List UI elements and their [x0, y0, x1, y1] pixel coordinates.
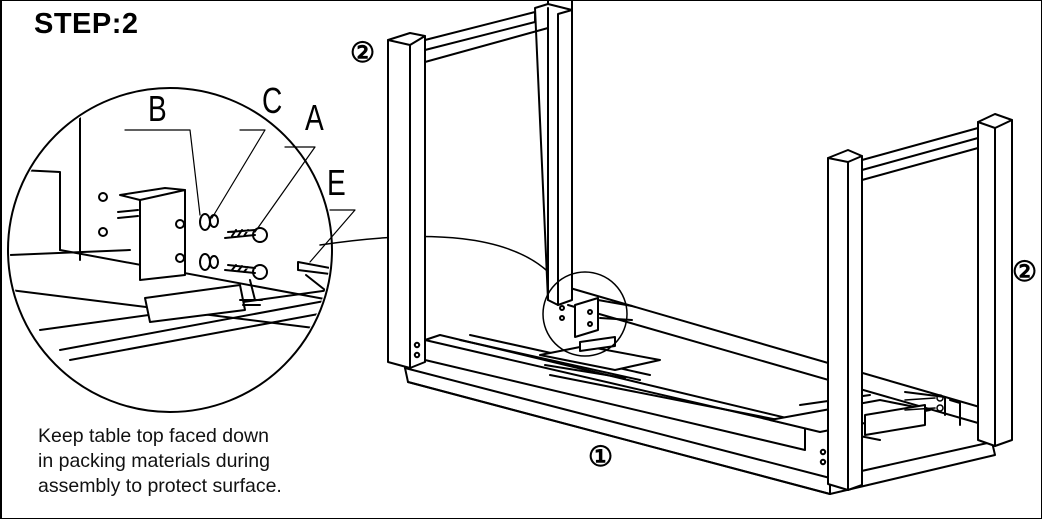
part-label-e: E: [327, 162, 346, 203]
leg-left-back: [534, 0, 573, 306]
left-top-rail: [424, 11, 549, 63]
leg-right-back: [977, 113, 1013, 447]
aprons: [424, 287, 991, 451]
note-line: in packing materials during: [38, 450, 270, 472]
right-top-rail: [861, 127, 979, 181]
step-title: STEP:2: [34, 8, 139, 40]
part-label-a: A: [305, 97, 324, 138]
leg-left-front: [387, 32, 426, 369]
callout-table-top: ①: [588, 441, 614, 472]
detail-magnifier: [7, 87, 561, 413]
corner-bracket-detail: [542, 271, 633, 357]
right-end-bolts: [904, 394, 944, 412]
callout-leg-right: ②: [1012, 256, 1038, 287]
callout-leg-left: ②: [350, 37, 376, 68]
note-line: assembly to protect surface.: [38, 475, 282, 497]
leg-right-front: [819, 149, 863, 491]
note-line: Keep table top faced down: [38, 425, 269, 447]
assembly-note: Keep table top faced down in packing mat…: [38, 424, 358, 499]
part-label-b: B: [148, 88, 167, 129]
table-top: [404, 367, 996, 495]
part-label-c: C: [262, 80, 283, 121]
